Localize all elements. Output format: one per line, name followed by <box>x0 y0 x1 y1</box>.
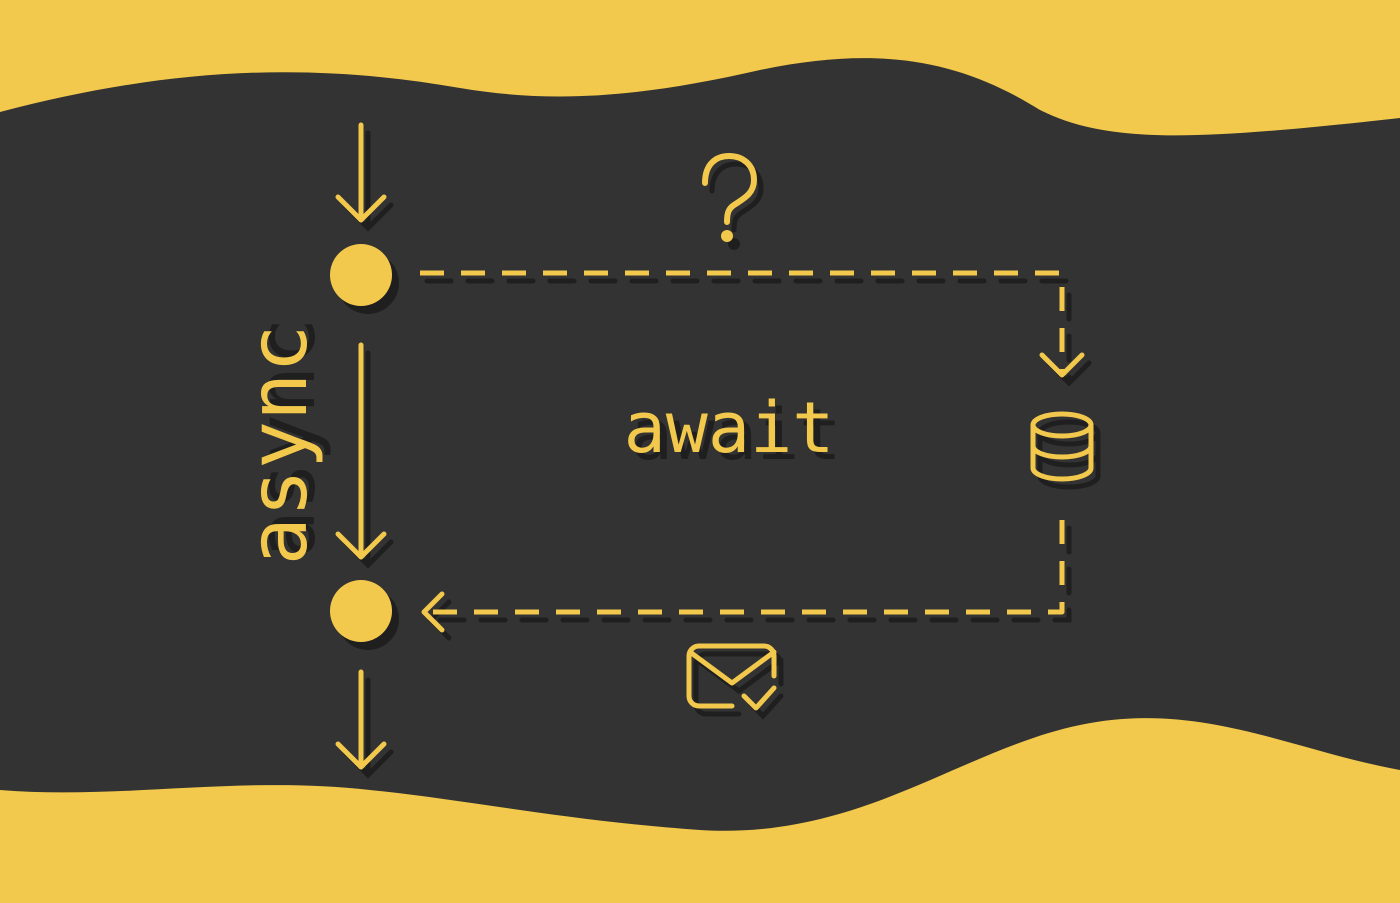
async-label: async <box>232 325 325 566</box>
response-dashed-arrow <box>421 520 1065 633</box>
await-label: await <box>624 387 835 469</box>
request-dashed-arrow <box>420 270 1085 378</box>
flow-arrow-middle <box>335 342 387 560</box>
database-icon <box>1030 411 1094 482</box>
flow-arrow-bottom <box>335 669 387 770</box>
mail-check-icon <box>686 643 777 711</box>
async-label-shadow: async <box>240 318 333 559</box>
await-label-shadow: await <box>631 394 842 476</box>
question-mark-icon: ? <box>0 0 757 242</box>
start-node <box>330 244 392 306</box>
resume-node <box>330 580 392 642</box>
question-label: ? <box>0 0 1 1</box>
flow-arrow-top <box>335 122 387 223</box>
